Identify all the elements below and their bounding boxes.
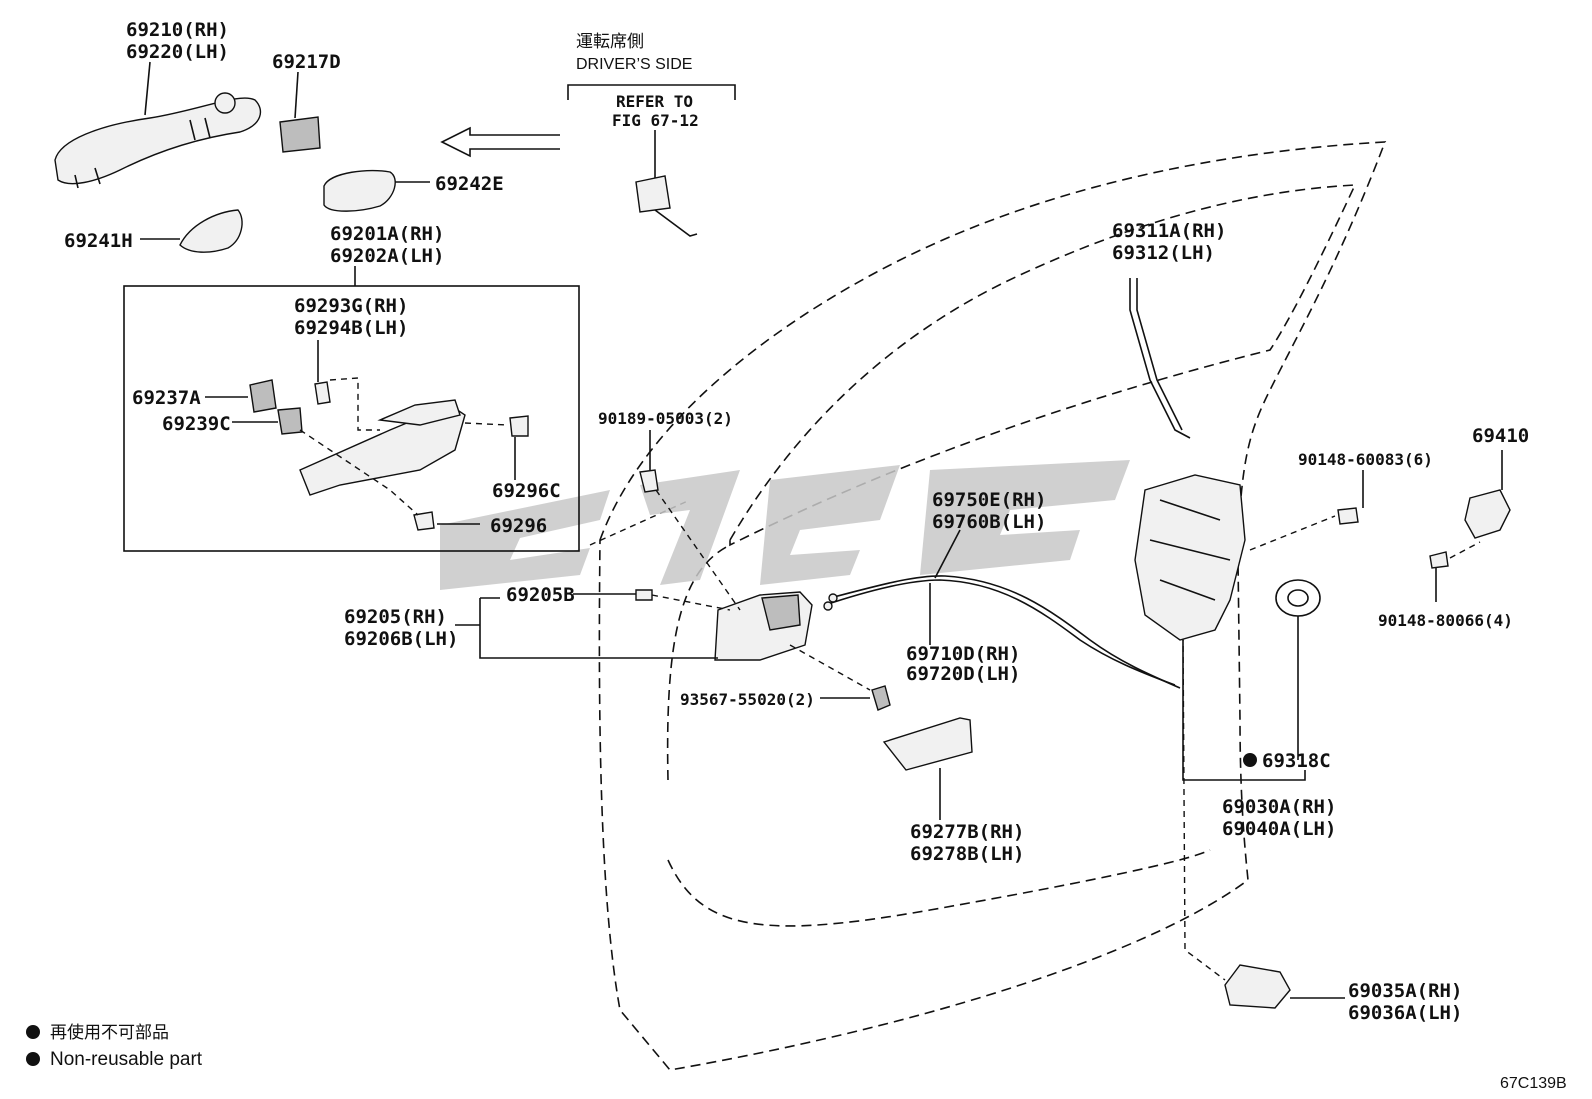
- label-69239c: 69239C: [162, 413, 231, 435]
- legend-dot-jp: [26, 1025, 40, 1039]
- label-90148-80066: 90148-80066(4): [1378, 611, 1513, 630]
- label-69210: 69210(RH): [126, 19, 229, 41]
- seal-ring: [1243, 579, 1321, 767]
- arrow-drivers-side: [440, 126, 560, 158]
- label-69206b: 69206B(LH): [344, 628, 458, 650]
- label-69277b: 69277B(RH): [910, 821, 1024, 843]
- drivers-side-jp: 運転席側: [576, 32, 644, 52]
- legend-jp: 再使用不可部品: [50, 1022, 169, 1043]
- label-69205: 69205(RH): [344, 606, 447, 628]
- door-lock-assembly: [1134, 474, 1306, 781]
- label-69035a: 69035A(RH): [1348, 980, 1462, 1002]
- refer-bracket: [567, 84, 736, 237]
- label-69036a: 69036A(LH): [1348, 1002, 1462, 1024]
- legend-en: Non-reusable part: [50, 1049, 203, 1070]
- label-69278b: 69278B(LH): [910, 843, 1024, 865]
- label-69293g: 69293G(RH): [294, 295, 408, 317]
- label-69202a: 69202A(LH): [330, 245, 444, 267]
- label-69294b: 69294B(LH): [294, 317, 408, 339]
- label-69720d: 69720D(LH): [906, 663, 1020, 685]
- label-69040a: 69040A(LH): [1222, 818, 1336, 840]
- outside-handle-part: [54, 61, 262, 189]
- label-69311a: 69311A(RH): [1112, 220, 1226, 242]
- label-69205b: 69205B: [506, 584, 575, 606]
- labels: 運転席側 DRIVER’S SIDE REFER TO FIG 67-12 69…: [64, 19, 1529, 1024]
- label-69750e: 69750E(RH): [932, 489, 1046, 511]
- watermark-logo: [440, 460, 1130, 590]
- label-69030a: 69030A(RH): [1222, 796, 1336, 818]
- non-reusable-dot: [1243, 753, 1257, 767]
- label-93567: 93567-55020(2): [680, 690, 815, 709]
- figure-code: 67C139B: [1500, 1075, 1567, 1092]
- cover-69242e: [323, 169, 430, 212]
- label-69242e: 69242E: [435, 173, 504, 195]
- inside-handle-part: [455, 430, 891, 711]
- cable-parts: [823, 529, 1181, 689]
- drivers-side-en: DRIVER’S SIDE: [576, 56, 692, 73]
- label-69220: 69220(LH): [126, 41, 229, 63]
- label-69241h: 69241H: [64, 230, 133, 252]
- label-69217d: 69217D: [272, 51, 341, 73]
- label-69318c: 69318C: [1262, 750, 1331, 772]
- lock-rod: [1129, 278, 1191, 439]
- striker-part: [1249, 450, 1511, 602]
- cover-69241h: [140, 209, 243, 253]
- lower-cover-part: [1224, 964, 1345, 1009]
- frame-assembly-box: [123, 266, 580, 552]
- label-69710d: 69710D(RH): [906, 643, 1020, 665]
- pocket-cover-part: [882, 717, 973, 820]
- refer-line-2: FIG 67-12: [612, 111, 699, 130]
- label-90148-60083: 90148-60083(6): [1298, 450, 1433, 469]
- label-69296c: 69296C: [492, 480, 561, 502]
- legend-dot-en: [26, 1052, 40, 1066]
- refer-line-1: REFER TO: [616, 92, 693, 111]
- label-69296: 69296: [490, 515, 547, 537]
- handle-cap-69217d: [279, 71, 321, 153]
- label-90189: 90189-05003(2): [598, 409, 733, 428]
- label-69410: 69410: [1472, 425, 1529, 447]
- label-69312: 69312(LH): [1112, 242, 1215, 264]
- label-69201a: 69201A(RH): [330, 223, 444, 245]
- label-69237a: 69237A: [132, 387, 201, 409]
- label-69760b: 69760B(LH): [932, 511, 1046, 533]
- legend: 再使用不可部品 Non-reusable part: [26, 1022, 203, 1070]
